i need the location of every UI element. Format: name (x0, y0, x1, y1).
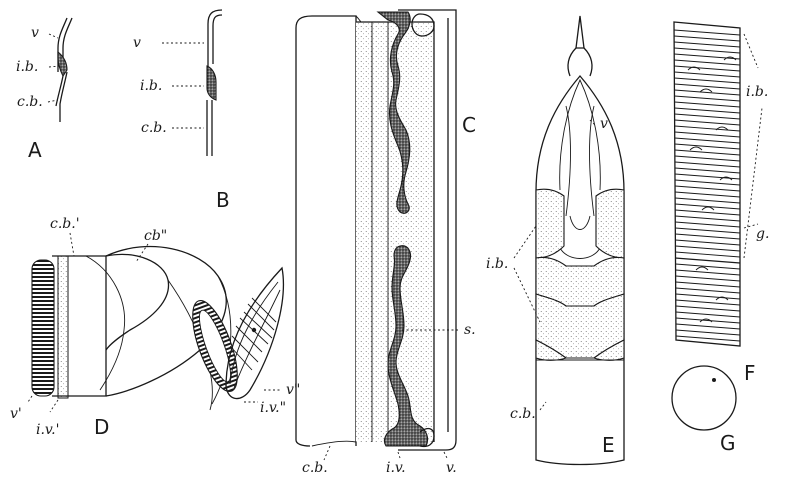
panel-f-band-line (675, 114, 740, 119)
panel-f-band-line (675, 108, 740, 113)
panel-f-band-line (675, 126, 740, 131)
panel-f-band-line (675, 204, 740, 209)
panel-c-s-label: s. (464, 322, 476, 338)
panel-d-v1-label: v' (10, 406, 22, 422)
panel-f: i.b. g. F (674, 22, 769, 385)
panel-f-band-line (675, 240, 740, 245)
panel-c-v-label: v. (446, 460, 457, 476)
panel-f-band-line (674, 78, 740, 83)
panel-f-band-line (676, 318, 740, 323)
panel-f-band-line (675, 216, 740, 221)
panel-d-letter: D (94, 415, 109, 439)
panel-d-iv1-label: i.v.' (36, 422, 59, 438)
panel-e-cb-label: c.b. (510, 406, 536, 422)
panel-f-band-line (674, 54, 740, 59)
panel-f-band-line (674, 48, 740, 53)
panel-f-arc-mark (702, 207, 714, 210)
panel-c-iv-label: i.v. (386, 460, 406, 476)
panel-f-gap-line (675, 258, 740, 263)
panel-a-letter: A (28, 138, 42, 162)
panel-f-arc-mark (696, 267, 708, 270)
panel-f-band-line (675, 198, 740, 203)
panel-c: c.b. i.v. v. s. C (296, 10, 476, 476)
panel-a: v i.b. c.b. A (16, 18, 72, 162)
panel-f-band-line (676, 270, 740, 275)
panel-f-band-line (674, 90, 740, 95)
panel-f-band-line (676, 276, 740, 281)
panel-f-arc-mark (690, 147, 702, 150)
panel-g-letter: G (720, 431, 736, 455)
panel-f-band-line (676, 306, 740, 311)
panel-f-band-line (675, 120, 740, 125)
panel-f-band-line (674, 36, 740, 41)
panel-f-band-line (675, 210, 740, 215)
panel-f-band-line (674, 30, 740, 35)
panel-e: i.b. c.b. v E (486, 16, 624, 465)
panel-f-band-line (675, 228, 740, 233)
panel-f-band-line (676, 288, 740, 293)
panel-d-cb1-label: c.b.' (50, 216, 80, 232)
panel-d-v2-label: v" (286, 382, 300, 398)
panel-f-band-line (676, 330, 740, 335)
panel-a-v-label: v (31, 25, 39, 41)
panel-f-band-line (674, 60, 740, 65)
panel-f-band-line (675, 150, 740, 155)
panel-a-cb-label: c.b. (17, 94, 43, 110)
panel-f-band-line (675, 246, 740, 251)
panel-b-cb-label: c.b. (141, 120, 167, 136)
panel-f-band-line (674, 96, 740, 101)
panel-f-letter: F (744, 361, 756, 385)
panel-f-band-line (675, 186, 740, 191)
panel-f-arc-mark (700, 89, 712, 92)
panel-f-band-line (675, 234, 740, 239)
panel-f-band-line (676, 264, 740, 269)
panel-f-band-line (675, 144, 740, 149)
panel-d-cb2-label: cb" (144, 228, 167, 244)
panel-d: c.b.' cb" v' i.v.' v" i.v." D (10, 216, 300, 439)
panel-f-band-line (674, 66, 740, 71)
panel-f-ib-label: i.b. (746, 84, 768, 100)
panel-b: v i.b. c.b. B (133, 10, 230, 212)
panel-e-letter: E (602, 433, 615, 457)
panel-f-band-line (674, 72, 740, 77)
panel-f-band-line (675, 222, 740, 227)
panel-f-g-label: g. (756, 226, 769, 242)
panel-g: G (672, 366, 736, 455)
panel-c-cb-label: c.b. (302, 460, 328, 476)
panel-f-band-line (676, 312, 740, 317)
panel-f-band-line (676, 324, 740, 329)
panel-f-band-line (676, 282, 740, 287)
panel-f-band-line (675, 132, 740, 137)
panel-e-v-label: v (600, 116, 608, 132)
panel-f-band-lines (674, 30, 740, 341)
panel-d-iv2-label: i.v." (260, 400, 286, 416)
panel-f-band-line (675, 168, 740, 173)
panel-c-letter: C (462, 113, 476, 137)
panel-f-band-line (675, 156, 740, 161)
panel-f-band-line (675, 252, 740, 257)
panel-f-band-line (675, 180, 740, 185)
panel-b-ib-label: i.b. (140, 78, 162, 94)
panel-f-band-line (676, 294, 740, 299)
panel-b-v-label: v (133, 35, 141, 51)
panel-f-band-line (674, 42, 740, 47)
panel-f-band-line (675, 138, 740, 143)
panel-f-band-line (675, 162, 740, 167)
panel-e-ib-label: i.b. (486, 256, 508, 272)
panel-f-band-line (675, 102, 741, 107)
panel-f-band-line (674, 84, 740, 89)
panel-f-band-line (676, 300, 740, 305)
panel-b-letter: B (216, 188, 230, 212)
panel-f-band-line (675, 192, 740, 197)
panel-a-ib-label: i.b. (16, 59, 38, 75)
